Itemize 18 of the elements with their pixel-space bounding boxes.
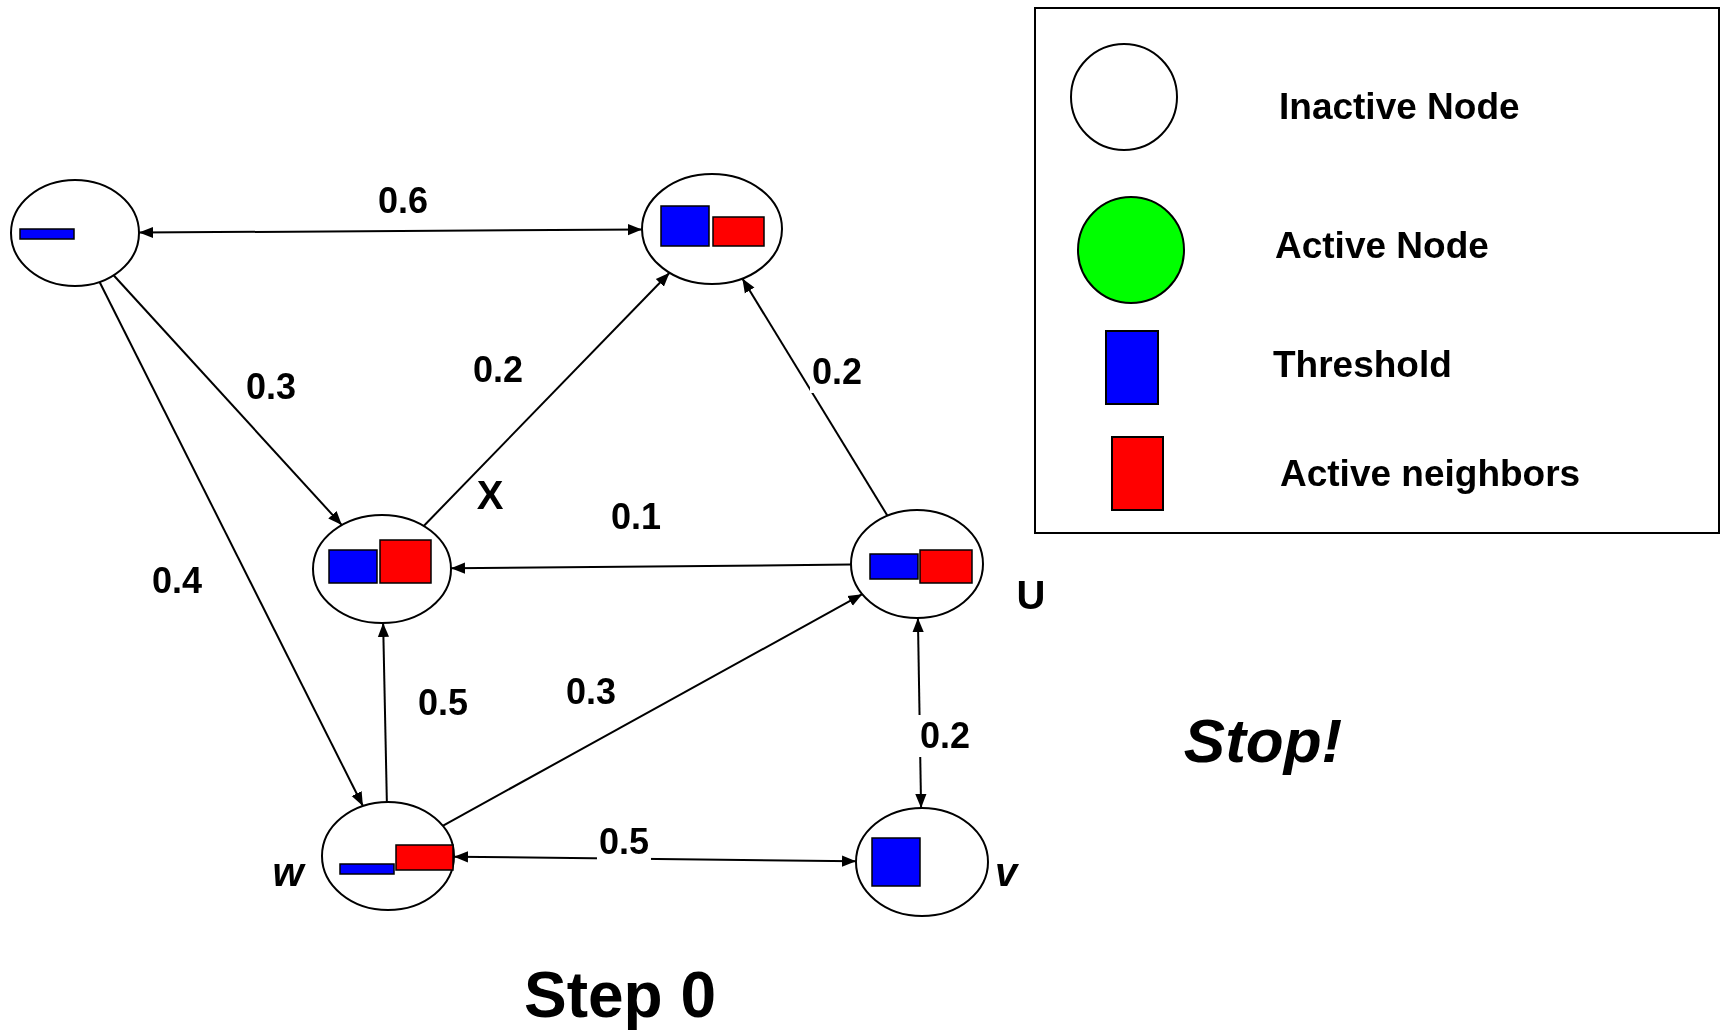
legend-text: Active Node xyxy=(1275,225,1489,267)
legend-text: Threshold xyxy=(1273,344,1452,386)
node-name: U xyxy=(1016,572,1046,618)
edge-label: 0.2 xyxy=(918,715,972,757)
arrow xyxy=(138,223,643,239)
legend-text: Inactive Node xyxy=(1279,86,1520,128)
arrow xyxy=(377,622,389,803)
arrow xyxy=(98,280,364,808)
legend-text: Active neighbors xyxy=(1280,453,1581,495)
status-text: Stop! xyxy=(1183,704,1343,776)
title: Step 0 xyxy=(523,958,717,1032)
node-name: X xyxy=(476,472,504,518)
arrow xyxy=(112,274,343,527)
node-name: w xyxy=(272,849,304,895)
arrow xyxy=(422,271,671,527)
node-name: v xyxy=(994,849,1018,895)
arrow xyxy=(441,593,864,827)
arrow xyxy=(741,277,889,517)
